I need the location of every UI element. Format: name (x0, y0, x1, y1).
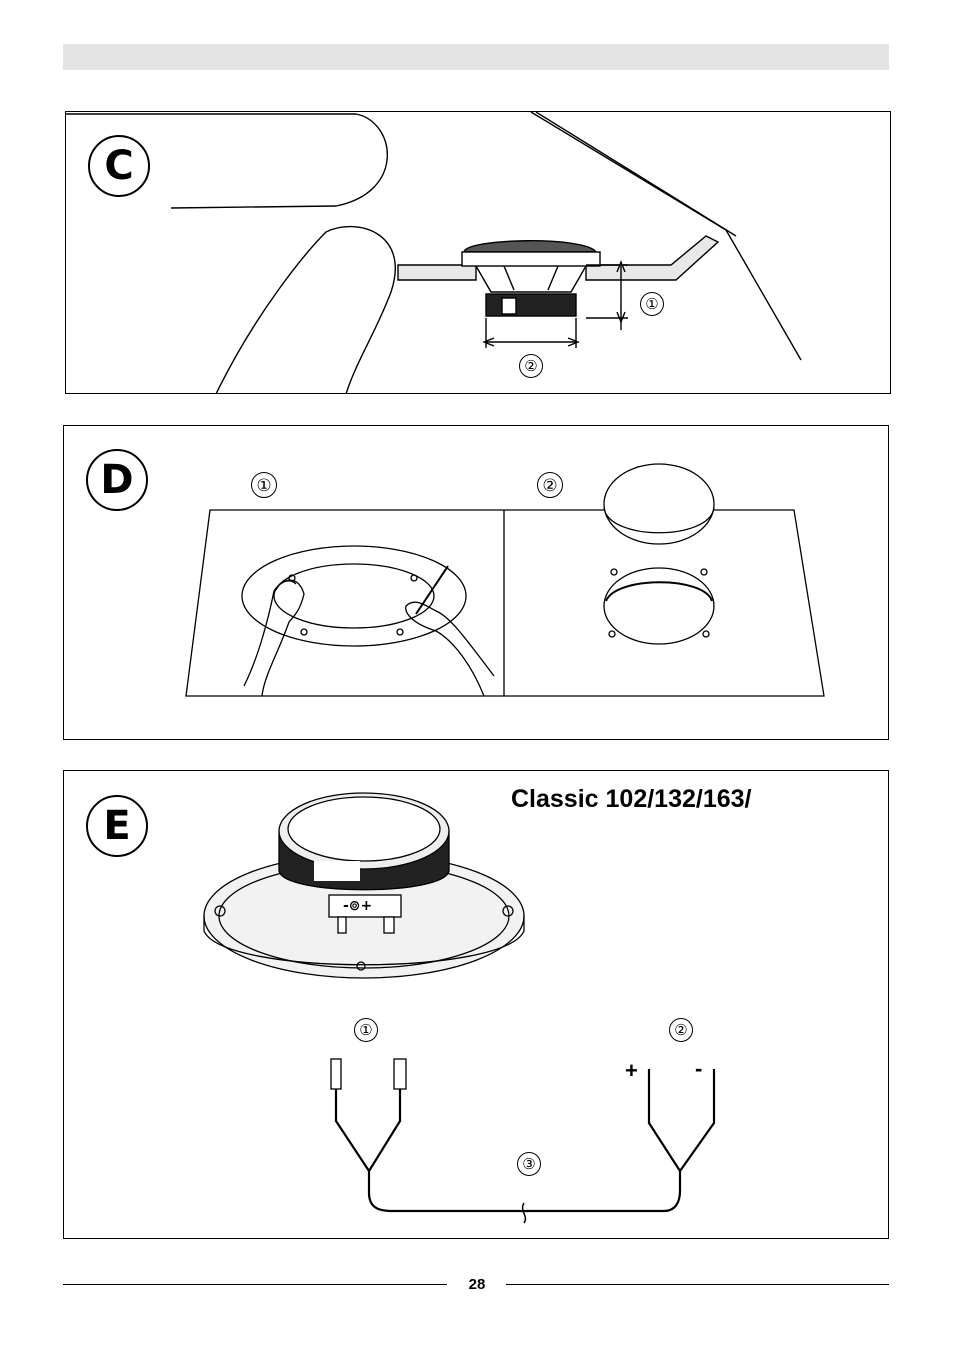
callout-2-magnet-diameter: ② (519, 354, 543, 378)
section-badge-e: E (86, 795, 148, 857)
callout-2-cut-opening: ② (537, 472, 563, 498)
footer-rule-left (63, 1284, 447, 1285)
model-title: Classic 102/132/163/ (511, 785, 751, 814)
panel-d-cutout-marking: D ① ② (63, 425, 889, 740)
footer-rule-right (506, 1284, 889, 1285)
terminal-polarity-label: -⊚+ (343, 898, 372, 914)
section-badge-d: D (86, 449, 148, 511)
panel-c-mounting-depth: C ① ② (65, 111, 891, 394)
panel-e-wiring: E Classic 102/132/163/ -⊚+ ① ② ③ + - (63, 770, 889, 1239)
callout-3-speaker-cable: ③ (517, 1152, 541, 1176)
callout-1-speaker-connectors: ① (354, 1018, 378, 1042)
callout-1-mounting-depth: ① (640, 292, 664, 316)
minus-polarity-label: - (695, 1058, 702, 1080)
wiring-illustration (64, 771, 889, 1239)
page-number: 28 (457, 1276, 497, 1293)
callout-1-mark-cutout: ① (251, 472, 277, 498)
section-badge-c: C (88, 135, 150, 197)
mounting-depth-illustration (66, 112, 891, 394)
callout-2-amplifier-leads: ② (669, 1018, 693, 1042)
cutout-marking-illustration (64, 426, 889, 740)
plus-polarity-label: + (625, 1060, 638, 1082)
header-bar (63, 44, 889, 70)
